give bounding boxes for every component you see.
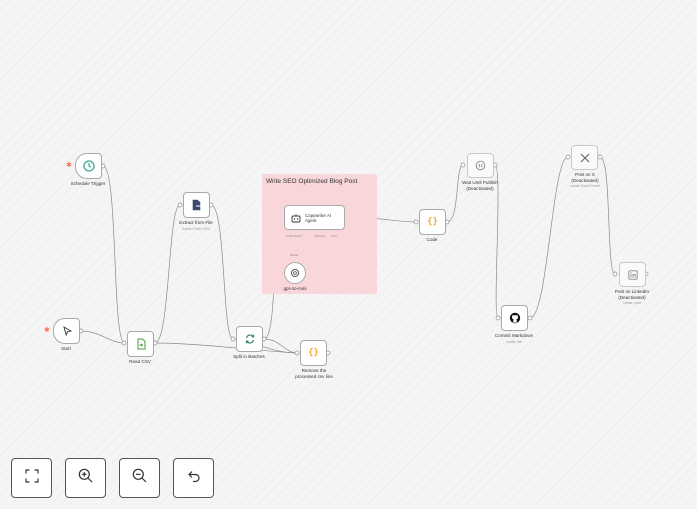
node-commit-markdown[interactable]	[501, 305, 528, 331]
node-read-csv[interactable]	[127, 331, 154, 357]
edge-x-to-linkedin	[599, 156, 616, 275]
node-code[interactable]: {}	[419, 209, 446, 235]
edge-code-to-wait	[446, 164, 464, 223]
node-split-in-batches[interactable]	[236, 326, 263, 352]
label-commit-markdown: Commit Markdown create: file	[494, 333, 534, 344]
label-schedule-trigger: Schedule Trigger	[70, 181, 106, 186]
port-model: Model	[290, 253, 299, 257]
openai-icon	[290, 268, 300, 278]
label-remove-processed-line: Remove the processed csv line	[295, 368, 333, 379]
undo-icon	[187, 469, 201, 488]
fit-view-button[interactable]	[11, 458, 52, 498]
code-braces-icon: {}	[427, 217, 438, 227]
label-post-on-linkedin: Post on LinkedIn (Deactivated) create: p…	[614, 289, 650, 306]
loop-arrows-icon	[244, 333, 256, 345]
edge-schedule-to-readcsv	[102, 165, 125, 344]
label-gpt-4o-mini: gpt-4o-mini	[283, 286, 307, 291]
node-copywriter-agent[interactable]	[284, 205, 345, 230]
edge-readcsv-to-remove	[154, 342, 298, 354]
port-tool: Tool	[331, 234, 337, 238]
sticky-note[interactable]: Write SEO Optimized Blog Post	[262, 174, 377, 294]
node-schedule-trigger[interactable]	[75, 153, 102, 179]
port-chat-model: Chat Model*	[286, 234, 303, 238]
label-wait-until-publish: Wait Until Publish (Deactivated)	[462, 180, 498, 191]
node-wait-until-publish[interactable]	[467, 153, 494, 178]
start-star-icon: ✱	[44, 327, 50, 334]
node-extract-from-file[interactable]	[183, 192, 210, 218]
label-split-in-batches: Split in Batches	[233, 354, 265, 359]
label-code: Code	[426, 237, 438, 242]
label-read-csv: Read CSV	[129, 359, 151, 364]
pause-clock-icon	[475, 160, 486, 171]
zoom-in-button[interactable]	[65, 458, 106, 498]
edge-commit-to-x	[529, 156, 569, 319]
github-icon	[509, 312, 521, 324]
node-start[interactable]	[53, 318, 80, 344]
port-memory: Memory	[315, 234, 326, 238]
sticky-title: Write SEO Optimized Blog Post	[266, 178, 358, 185]
edge-wait-to-commit	[494, 164, 499, 319]
zoom-in-icon	[78, 468, 93, 488]
file-export-icon	[191, 199, 203, 211]
label-extract-from-file: Extract from File Extract From CSV	[179, 220, 213, 231]
edge-extract-to-split	[210, 204, 234, 340]
file-import-icon	[135, 338, 147, 350]
node-post-on-x[interactable]	[571, 145, 598, 170]
label-start: Start	[61, 346, 71, 351]
zoom-out-icon	[132, 468, 147, 488]
node-post-on-linkedin[interactable]	[619, 262, 646, 287]
node-gpt-4o-mini[interactable]	[284, 262, 306, 284]
zoom-out-button[interactable]	[119, 458, 160, 498]
robot-icon	[291, 213, 301, 223]
edge-readcsv-to-extract	[154, 204, 181, 344]
x-logo-icon	[580, 153, 590, 163]
fit-view-icon	[24, 468, 39, 488]
clock-icon	[82, 160, 95, 172]
edge-start-to-readcsv	[80, 330, 125, 344]
node-remove-processed-line[interactable]: {}	[300, 340, 327, 366]
label-post-on-x: Post on X (Deactivated) create:Tweet:Twe…	[570, 172, 600, 189]
linkedin-icon	[627, 269, 638, 280]
label-copywriter-agent: Copywriter AI Agent	[305, 213, 332, 224]
cursor-click-icon	[61, 325, 73, 337]
undo-button[interactable]	[173, 458, 214, 498]
trigger-star-icon: ✱	[66, 162, 72, 169]
code-braces-icon: {}	[308, 348, 319, 358]
